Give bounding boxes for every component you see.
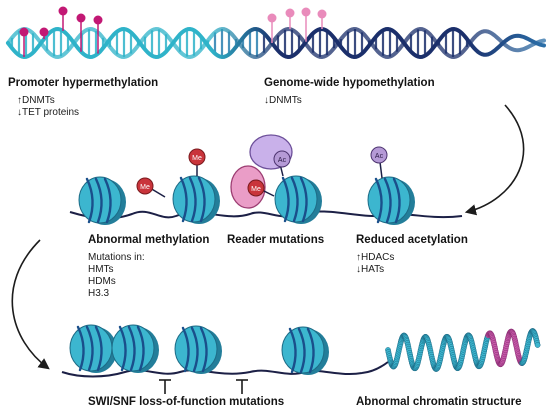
methyl-mark-label: Me — [192, 155, 202, 162]
nucleosome-dna-wrap — [383, 177, 392, 224]
nucleosome — [111, 324, 159, 373]
inhibition-symbol — [236, 379, 248, 394]
nucleosome-dna-wrap — [199, 326, 208, 373]
nucleosome — [174, 325, 222, 374]
methyl-pin-head — [76, 13, 86, 23]
acetyl-mark-badge — [273, 150, 291, 168]
nucleosome — [69, 324, 117, 373]
abnormal-methylation-line-2: HMTs — [88, 264, 114, 275]
methyl-pin-head — [317, 9, 327, 19]
chromatin-row-bottom — [61, 324, 541, 394]
genome-hypomethylation-line-1: ↓DNMTs — [264, 95, 302, 106]
acetyl-mark-label: Ac — [278, 157, 287, 164]
methyl-pin-head — [39, 27, 49, 37]
nucleosome-dna-wrap — [118, 325, 127, 372]
reduced-acetylation-title: Reduced acetylation — [356, 234, 468, 246]
nucleosome-dna-wrap — [85, 325, 94, 372]
acetyl-mark-badge — [370, 146, 388, 164]
nucleosome-dna-wrap — [127, 325, 136, 372]
nucleosome-dna-wrap — [103, 177, 112, 224]
promoter-line-2: ↓TET proteins — [17, 107, 80, 118]
nucleosome-dna-wrap — [181, 326, 190, 373]
nucleosome-dna-wrap — [85, 177, 94, 224]
reduced-acetylation-line-2: ↓HATs — [356, 264, 385, 275]
methyl-pin-head — [19, 27, 29, 37]
abnormal-methylation-title: Abnormal methylation — [88, 234, 210, 246]
methyl-mark-badge — [188, 148, 206, 166]
methyl-mark-badge — [247, 179, 265, 197]
arrow-top-to-middle — [464, 104, 525, 216]
dna-strand-front — [6, 26, 546, 60]
nucleosome-dna-wrap — [94, 325, 103, 372]
reduced-acetylation-line-1: ↑HDACs — [356, 252, 395, 263]
methyl-mark-badge — [136, 177, 154, 195]
coil-linker — [361, 361, 389, 374]
nucleosome-dna-wrap — [392, 177, 401, 224]
nucleosome-dna-wrap — [288, 327, 297, 374]
methyl-pin-head — [58, 6, 68, 16]
promoter-line-1: ↑DNMTs — [17, 95, 55, 106]
arrow-middle-to-bottom — [11, 239, 50, 370]
reader-mutations-title: Reader mutations — [227, 234, 325, 246]
nucleosome — [281, 326, 329, 375]
methyl-pin-head — [93, 15, 103, 25]
swi-snf-title: SWI/SNF loss-of-function mutations — [88, 396, 285, 408]
acetyl-mark-label: Ac — [375, 153, 384, 160]
methylation-markers — [19, 6, 327, 57]
genome-hypomethylation-title: Genome-wide hypomethylation — [264, 77, 435, 89]
methyl-mark-label: Me — [140, 184, 150, 191]
methyl-pin-head — [285, 8, 295, 18]
nucleosome-dna-wrap — [136, 325, 145, 372]
abnormal-methylation-line-1: Mutations in: — [88, 252, 145, 263]
nucleosome-dna-wrap — [190, 326, 199, 373]
inhibition-symbol — [159, 379, 171, 394]
nucleosome-dna-wrap — [306, 327, 315, 374]
abnormal-chromatin-title: Abnormal chromatin structure — [356, 396, 522, 408]
methyl-pin-head — [301, 7, 311, 17]
coil-bead — [534, 342, 541, 348]
chromatin-coil — [361, 328, 541, 374]
nucleosome-dna-wrap — [290, 176, 299, 223]
nucleosome-dna-wrap — [299, 176, 308, 223]
nucleosome-dna-wrap — [197, 176, 206, 223]
abnormal-methylation-line-3: HDMs — [88, 276, 116, 287]
nucleosome — [274, 175, 322, 224]
nucleosome — [78, 176, 126, 225]
abnormal-methylation-line-4: H3.3 — [88, 288, 110, 299]
nucleosome-dna-wrap — [297, 327, 306, 374]
nucleosome-dna-wrap — [188, 176, 197, 223]
nucleosome-dna-wrap — [76, 325, 85, 372]
promoter-hypermethylation-title: Promoter hypermethylation — [8, 77, 159, 89]
dna-helix — [6, 6, 546, 60]
nucleosome-dna-wrap — [179, 176, 188, 223]
nucleosome-dna-wrap — [94, 177, 103, 224]
methyl-mark-label: Me — [251, 186, 261, 193]
nucleosome — [367, 176, 415, 225]
nucleosome-dna-wrap — [281, 176, 290, 223]
nucleosome — [172, 175, 220, 224]
chromatin-row-middle: Me Me Ac Me Ac — [69, 134, 463, 225]
methyl-pin-head — [267, 13, 277, 23]
nucleosome-dna-wrap — [374, 177, 383, 224]
